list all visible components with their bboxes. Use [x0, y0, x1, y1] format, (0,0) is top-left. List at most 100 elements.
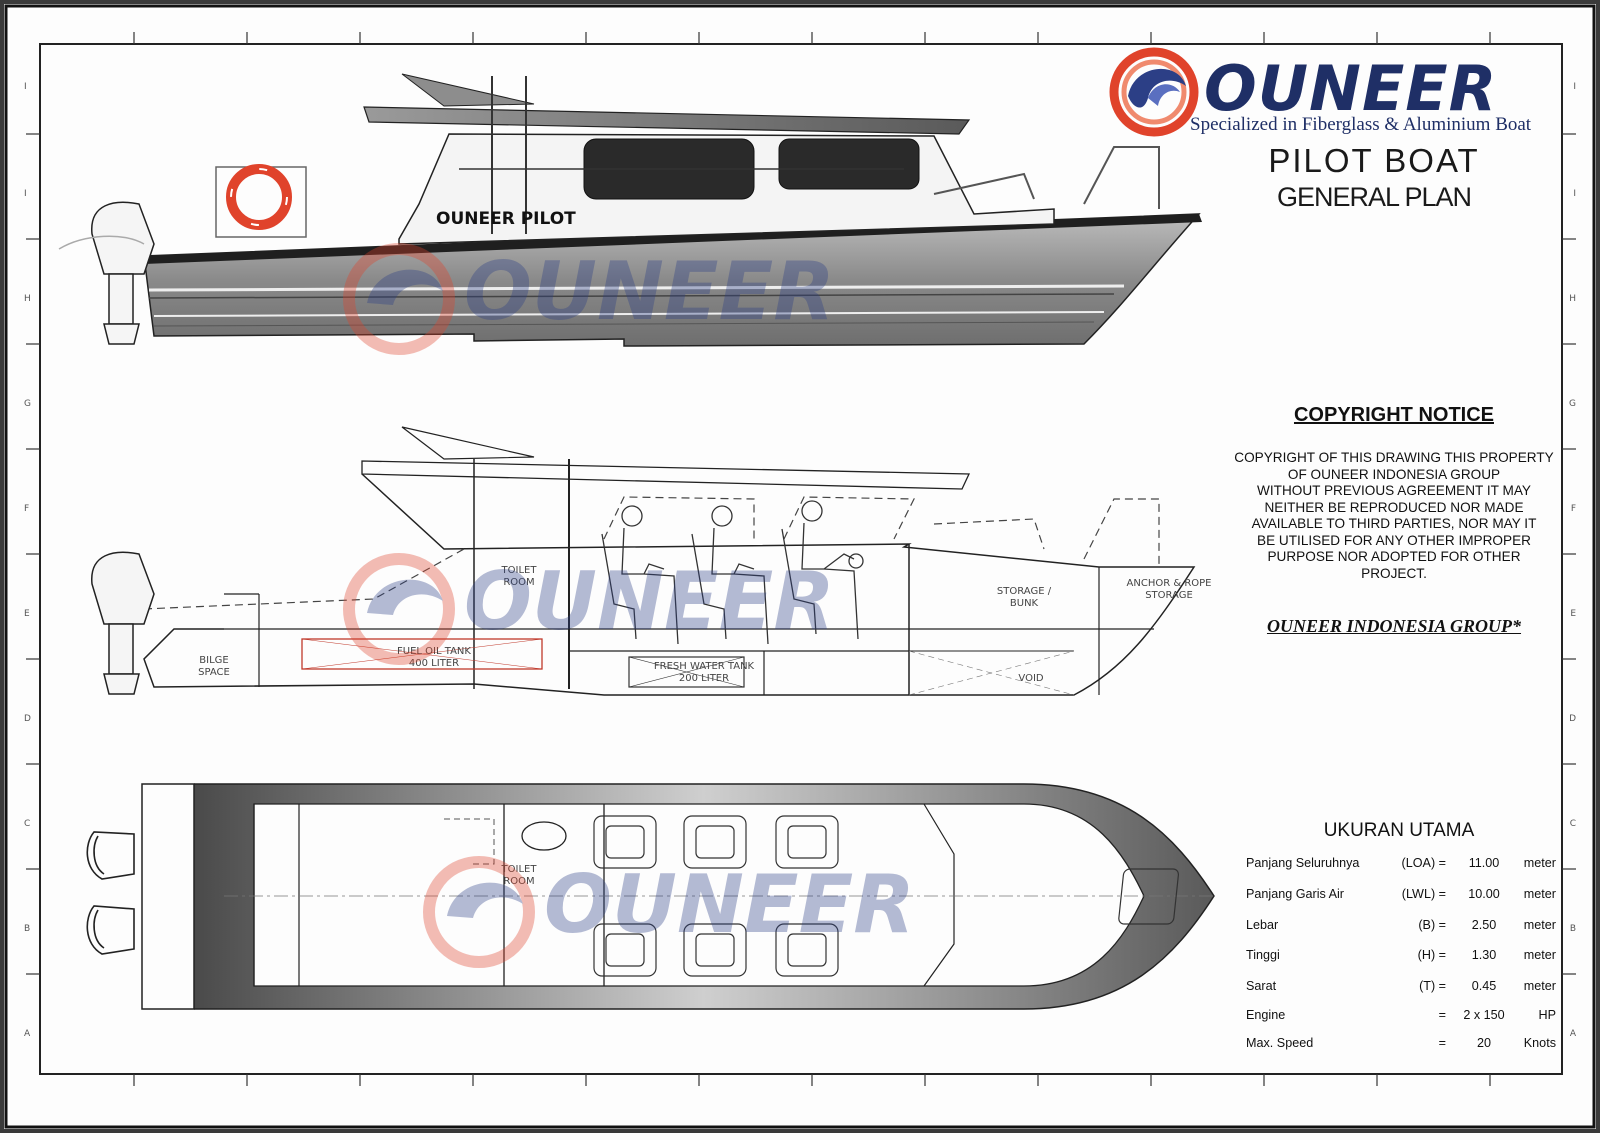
copyright-line: WITHOUT PREVIOUS AGREEMENT IT MAY — [1257, 483, 1531, 498]
spec-label: Panjang Garis Air — [1246, 887, 1345, 901]
copyright-line: NEITHER BE REPRODUCED NOR MADE — [1264, 499, 1524, 515]
outboard-engine-inboard-view — [91, 551, 155, 695]
label-storage-bunk: STORAGE / BUNK — [996, 586, 1052, 609]
zone-marker-right: H — [1569, 294, 1576, 304]
copyright-line: PURPOSE NOR ADOPTED FOR OTHER — [1267, 549, 1521, 564]
passenger-seats — [593, 815, 839, 977]
svg-text:OUNEER: OUNEER — [464, 245, 835, 338]
zone-marker-right: B — [1569, 924, 1576, 934]
transom — [141, 783, 195, 1010]
main-dimensions-heading: UKURAN UTAMA — [1323, 820, 1475, 841]
copyright-line: OF OUNEER INDONESIA GROUP — [1287, 466, 1501, 482]
zone-marker-left: I — [24, 82, 27, 92]
seat-cushion — [695, 825, 735, 859]
seat — [775, 815, 839, 869]
spec-value: 11.00 — [1468, 856, 1500, 870]
crew-seats — [601, 500, 864, 645]
inboard-outline — [143, 473, 1196, 696]
zone-marker-left: I — [24, 189, 27, 199]
svg-text:OUNEER: OUNEER — [544, 858, 915, 951]
spec-label: Lebar — [1246, 918, 1279, 932]
spec-symbol: (T) = — [1419, 979, 1446, 993]
seat — [593, 923, 657, 977]
spec-unit: meter — [1523, 887, 1556, 901]
zone-marker-left: H — [24, 294, 31, 304]
zone-marker-left: D — [24, 714, 31, 724]
spec-symbol: = — [1438, 1036, 1446, 1050]
zone-marker-right: A — [1569, 1029, 1576, 1039]
hardtop-roof — [363, 106, 971, 135]
label-fresh-water-tank: FRESH WATER TANK 200 LITER — [653, 661, 755, 684]
spec-symbol: (LWL) = — [1401, 887, 1446, 901]
label-fuel-tank: FUEL OIL TANK 400 LITER — [397, 646, 471, 669]
brand-name: OUNEER — [1204, 52, 1498, 125]
spec-symbol: (B) = — [1418, 918, 1446, 932]
spec-value: 1.30 — [1471, 948, 1497, 962]
spec-row: Tinggi (H) = 1.30 meter — [1246, 948, 1558, 968]
zone-marker-right: C — [1569, 819, 1576, 829]
spec-value: 20 — [1476, 1036, 1491, 1050]
seat — [775, 923, 839, 977]
zone-marker-right: I — [1573, 82, 1576, 92]
spec-label: Sarat — [1246, 979, 1277, 993]
spec-symbol: (LOA) = — [1401, 856, 1446, 870]
zone-marker-left: G — [24, 399, 31, 409]
spec-symbol: (H) = — [1417, 948, 1446, 962]
zone-marker-left: E — [24, 609, 30, 619]
spec-unit: meter — [1523, 856, 1556, 870]
spec-value: 2 x 150 — [1463, 1008, 1505, 1022]
spec-row: Max. Speed = 20 Knots — [1246, 1036, 1558, 1056]
spec-unit: Knots — [1523, 1036, 1556, 1050]
zone-marker-right: G — [1569, 399, 1576, 409]
spec-value: 0.45 — [1471, 979, 1497, 993]
zone-marker-right: E — [1570, 609, 1576, 619]
spec-unit: meter — [1523, 948, 1556, 962]
copyright-organization: OUNEER INDONESIA GROUP* — [1266, 616, 1522, 636]
ouneer-logo — [1109, 47, 1199, 137]
spec-symbol: = — [1438, 1008, 1446, 1022]
copyright-line: COPYRIGHT OF THIS DRAWING THIS PROPERTY — [1234, 450, 1554, 465]
watermark-logo-2: OUNEER — [343, 553, 835, 665]
label-plan-toilet-room: TOILET ROOM — [501, 864, 537, 887]
spec-row: Panjang Garis Air (LWL) = 10.00 meter — [1246, 887, 1558, 907]
zone-marker-right: F — [1570, 504, 1576, 514]
brand-tagline: Specialized in Fiberglass & Aluminium Bo… — [1190, 114, 1532, 135]
zone-marker-right: I — [1573, 189, 1576, 199]
seat-cushion — [695, 933, 735, 967]
fresh-water-tank — [628, 656, 745, 688]
deck-plan-view — [86, 783, 1215, 1010]
spec-label: Tinggi — [1246, 948, 1280, 962]
drawing-frame — [4, 4, 1596, 1129]
spec-row: Sarat (T) = 0.45 meter — [1246, 979, 1558, 999]
seat — [593, 815, 657, 869]
seat-cushion — [605, 933, 645, 967]
exterior-profile-view — [58, 73, 1202, 347]
inboard-profile-view — [91, 426, 1196, 696]
seat-cushion — [787, 825, 827, 859]
spec-label: Engine — [1246, 1008, 1286, 1022]
spec-label: Max. Speed — [1246, 1036, 1314, 1050]
twin-outboards — [86, 831, 135, 955]
spec-value: 10.00 — [1468, 887, 1500, 901]
outboard-engine — [58, 201, 155, 345]
spec-unit: meter — [1523, 979, 1556, 993]
hull-name-label: OUNEER PILOT — [436, 209, 576, 229]
copyright-line: PROJECT. — [1361, 565, 1427, 581]
spec-row: Panjang Seluruhnya (LOA) = 11.00 meter — [1246, 856, 1558, 876]
label-bilge-space: BILGE SPACE — [198, 655, 230, 678]
label-void: VOID — [1018, 673, 1044, 684]
watermark-logo-1: OUNEER — [343, 243, 835, 355]
cabin-window-2 — [778, 138, 920, 190]
seat — [683, 923, 747, 977]
seat — [683, 815, 747, 869]
lifebuoy — [226, 164, 292, 230]
spec-label: Panjang Seluruhnya — [1246, 856, 1360, 870]
label-anchor-storage: ANCHOR & ROPE STORAGE — [1126, 578, 1212, 601]
zone-marker-left: A — [24, 1029, 31, 1039]
zone-marker-left: B — [24, 924, 31, 934]
svg-text:OUNEER: OUNEER — [464, 555, 835, 648]
copyright-line: BE UTILISED FOR ANY OTHER IMPROPER — [1257, 532, 1531, 548]
copyright-line: AVAILABLE TO THIRD PARTIES, NOR MAY IT — [1251, 516, 1537, 531]
spec-unit: HP — [1538, 1008, 1557, 1022]
